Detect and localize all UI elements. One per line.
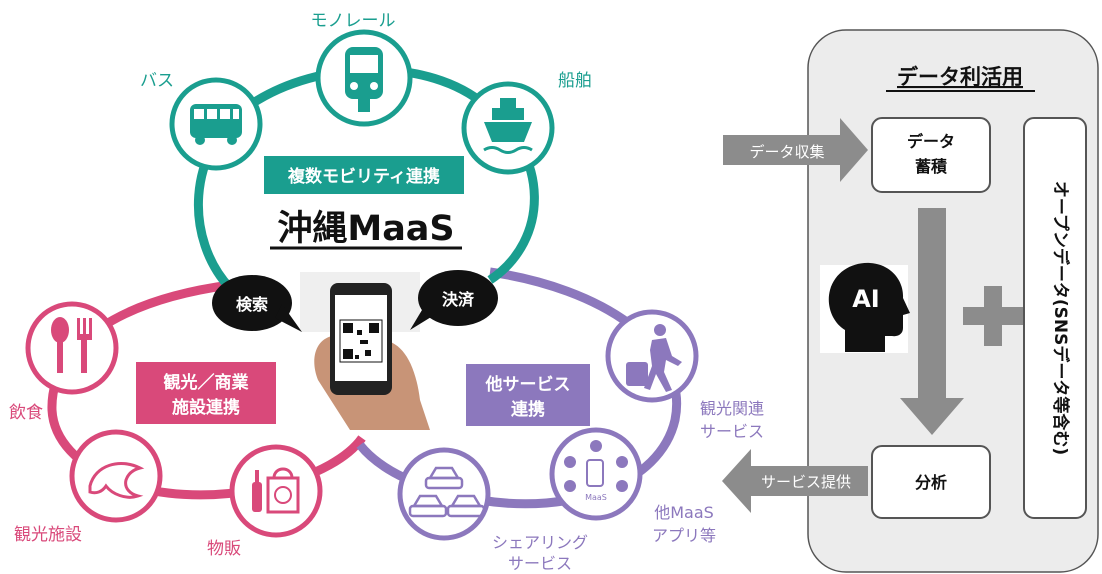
other-maas-label-2: アプリ等 — [652, 526, 716, 545]
tourism-service-node — [605, 309, 699, 403]
ship-node — [461, 81, 555, 175]
collect-arrow — [723, 118, 868, 182]
tourism-service-label-2: サービス — [700, 422, 764, 441]
down-arrow — [900, 208, 964, 435]
car-share-icon — [408, 466, 486, 518]
ai-label: AI — [852, 285, 880, 313]
open-data-label: オープンデータ(SNSデータ等含む) — [1050, 181, 1071, 455]
food-label: 飲食 — [9, 403, 43, 423]
services-label-2: 連携 — [511, 399, 545, 420]
goods-node — [229, 444, 323, 538]
store-box — [871, 117, 991, 193]
sharing-node — [397, 447, 491, 541]
monorail-node — [315, 29, 413, 127]
mobility-band — [264, 156, 464, 194]
collect-label: データ収集 — [749, 143, 824, 161]
provide-label: サービス提供 — [761, 473, 851, 491]
mobility-band-label: 複数モビリティ連携 — [287, 166, 440, 187]
analysis-label: 分析 — [915, 473, 947, 492]
center-title: 沖縄MaaS — [277, 209, 454, 249]
services-label-box — [466, 364, 590, 426]
tourism-label-2: 施設連携 — [172, 397, 240, 418]
monorail-icon — [345, 47, 383, 112]
traveler-icon — [626, 324, 682, 392]
data-panel-title: データ利活用 — [897, 65, 1023, 89]
provide-arrow — [722, 449, 868, 513]
tourism-service-label-1: 観光関連 — [700, 399, 764, 418]
search-bubble — [212, 275, 302, 332]
store-label-2: 蓄積 — [915, 157, 948, 176]
ship-label: 船舶 — [558, 71, 592, 91]
open-data-box — [1023, 117, 1087, 519]
other-maas-label-1: 他MaaS — [654, 503, 714, 522]
facility-label: 観光施設 — [14, 525, 82, 545]
plus-icon — [963, 286, 1023, 346]
tourism-label-box — [136, 362, 276, 424]
ship-icon — [483, 98, 533, 154]
bus-icon — [190, 104, 242, 145]
payment-bubble — [410, 270, 498, 330]
store-label-1: データ — [907, 132, 955, 151]
sharing-label-1: シェアリング — [492, 533, 588, 552]
goods-label: 物販 — [207, 539, 241, 559]
sharing-label-2: サービス — [508, 554, 572, 573]
analysis-box — [871, 445, 991, 519]
bus-label: バス — [140, 71, 174, 91]
maas-icons — [564, 440, 628, 492]
dolphin-icon — [88, 462, 145, 499]
shopping-icon — [252, 467, 300, 514]
other-maas-node: MaaS — [549, 427, 643, 521]
qr-code-icon — [339, 319, 383, 363]
tourism-label-1: 観光／商業 — [164, 372, 249, 393]
fork-spoon-icon — [51, 317, 92, 373]
food-node — [25, 301, 119, 395]
search-label: 検索 — [236, 295, 268, 314]
ai-head-icon: AI — [820, 262, 910, 353]
bus-node — [169, 77, 263, 171]
facility-node — [69, 429, 163, 523]
monorail-label: モノレール — [311, 11, 396, 31]
smartphone-qr-image — [300, 272, 430, 430]
maas-mini-label: MaaS — [585, 493, 607, 502]
services-label-1: 他サービス — [485, 374, 571, 395]
payment-label: 決済 — [442, 290, 475, 309]
